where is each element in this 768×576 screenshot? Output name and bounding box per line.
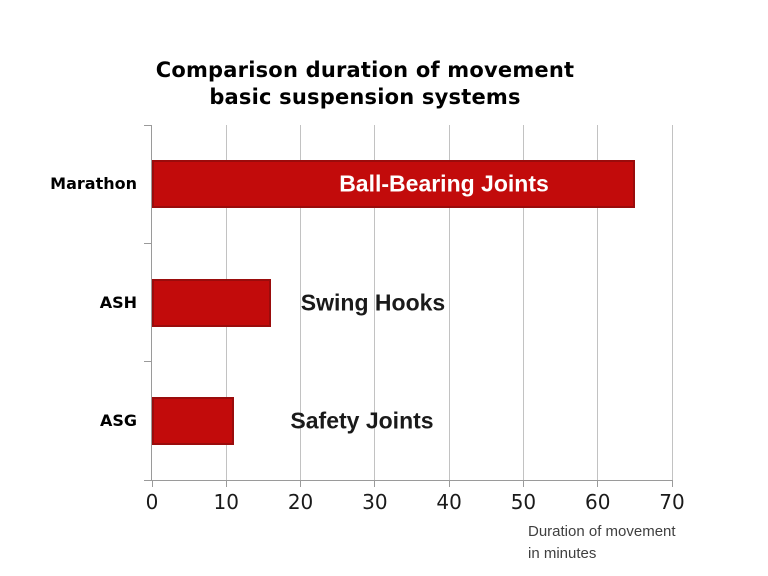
x-axis-tick-10 xyxy=(225,480,227,487)
bar-value-label-asg: Safety Joints xyxy=(290,407,434,434)
x-axis-tick-20 xyxy=(300,480,302,487)
bar-marathon xyxy=(152,160,635,209)
x-tick-label-30: 30 xyxy=(362,490,388,514)
x-tick-label-40: 40 xyxy=(436,490,462,514)
gridline-30 xyxy=(374,125,376,480)
x-tick-label-70: 70 xyxy=(659,490,685,514)
x-axis-caption: Duration of movement in minutes xyxy=(528,521,676,565)
x-axis-tick-50 xyxy=(522,480,524,487)
bar-value-label-marathon: Ball-Bearing Joints xyxy=(339,170,549,197)
x-tick-label-60: 60 xyxy=(584,490,611,514)
x-axis-caption-line-1: Duration of movement xyxy=(528,523,676,540)
chart-title: Comparison duration of movement basic su… xyxy=(0,57,730,111)
gridline-50 xyxy=(522,125,524,480)
y-axis-line xyxy=(151,125,152,480)
category-label-asg: ASG xyxy=(99,410,137,430)
y-axis-tick xyxy=(144,124,151,126)
x-tick-label-0: 0 xyxy=(145,490,159,514)
x-axis-tick-40 xyxy=(448,480,450,487)
chart-title-line-1: Comparison duration of movement xyxy=(155,58,575,82)
bar-asg xyxy=(152,396,234,445)
x-axis-line xyxy=(145,480,672,481)
gridline-20 xyxy=(300,125,302,480)
x-axis-tick-60 xyxy=(597,480,599,487)
gridline-60 xyxy=(597,125,599,480)
gridline-40 xyxy=(448,125,450,480)
gridline-70 xyxy=(671,125,673,480)
category-label-marathon: Marathon xyxy=(50,174,137,194)
x-tick-label-50: 50 xyxy=(510,490,537,514)
bar-ash xyxy=(152,278,271,327)
x-axis-tick-70 xyxy=(671,480,673,487)
category-label-ash: ASH xyxy=(99,292,137,312)
x-tick-label-20: 20 xyxy=(287,490,314,514)
chart-title-line-2: basic suspension systems xyxy=(209,85,521,109)
bar-value-label-ash: Swing Hooks xyxy=(300,289,446,315)
y-axis-tick xyxy=(144,242,151,244)
x-axis-tick-30 xyxy=(374,480,376,487)
x-axis-caption-line-2: in minutes xyxy=(528,545,597,562)
x-tick-label-10: 10 xyxy=(213,490,240,514)
x-axis-tick-0 xyxy=(151,480,153,487)
y-axis-tick xyxy=(144,361,151,363)
